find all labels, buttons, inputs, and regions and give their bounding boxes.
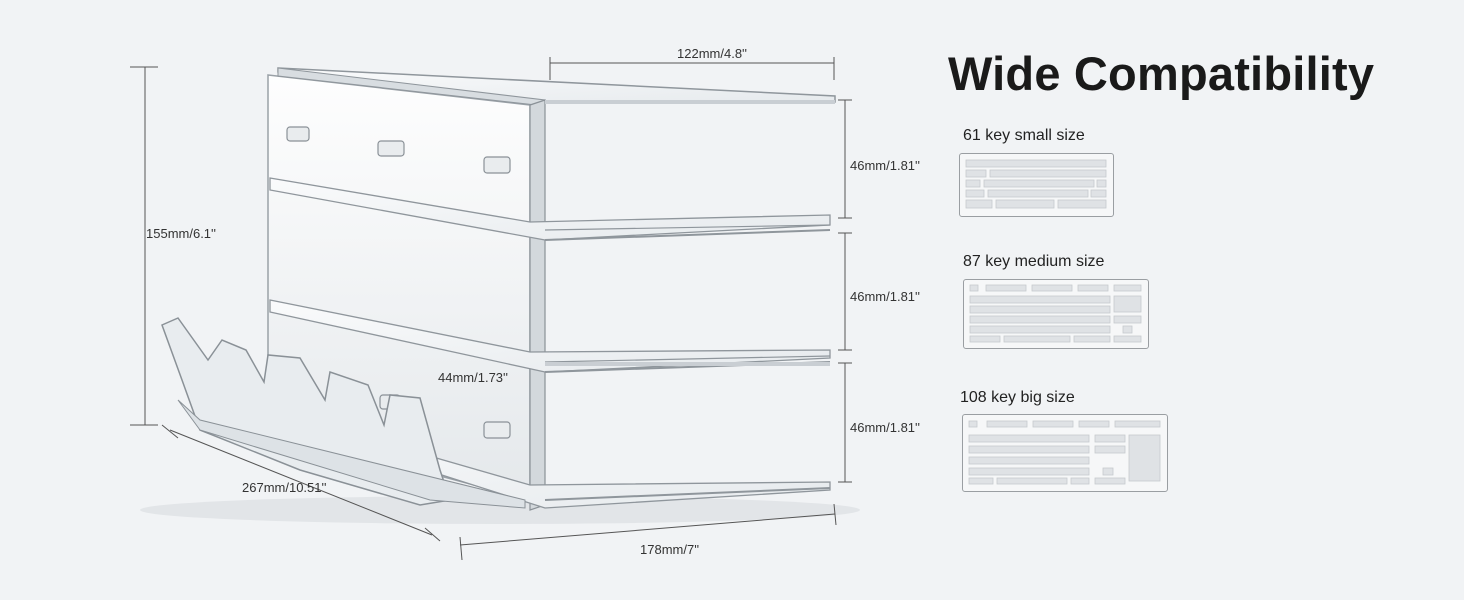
inner-gap-mm: 44mm (438, 370, 475, 385)
keyboard-61-label: 61 key small size (963, 127, 1085, 144)
shelf-2 (269, 299, 831, 373)
floor-shadow (140, 496, 860, 524)
bottom-width-label: 178mm/7'' (640, 542, 700, 557)
total-height-label: 155mm/6.1'' (146, 226, 216, 241)
top-width-in: /4.8'' (720, 46, 748, 61)
keyboard-108-label: 108 key big size (960, 389, 1075, 406)
keyboard-87-icon (963, 279, 1149, 349)
tier3-height-label: 46mm/1.81'' (850, 420, 920, 435)
acrylic-stand-illustration (130, 57, 860, 561)
inner-gap-label: 44mm/1.73'' (438, 370, 508, 385)
keyboard-108-icon (962, 414, 1168, 492)
controller-holder (161, 317, 451, 506)
page-title: Wide Compatibility (948, 47, 1375, 100)
depth-mm: 267mm (242, 480, 286, 495)
top-width-label: 122mm/4.8'' (677, 46, 747, 61)
depth-in: /10.51'' (285, 480, 327, 495)
keyboard-87-label: 87 key medium size (963, 253, 1105, 270)
tier2-height-label: 46mm/1.81'' (850, 289, 920, 304)
keyboard-61-icon (959, 153, 1114, 217)
depth-label: 267mm/10.51'' (242, 480, 326, 495)
inner-gap-in: /1.73'' (474, 370, 509, 385)
front-edge (529, 99, 546, 511)
tier1-height-label: 46mm/1.81'' (850, 158, 920, 173)
top-width-mm: 122mm (677, 46, 721, 61)
